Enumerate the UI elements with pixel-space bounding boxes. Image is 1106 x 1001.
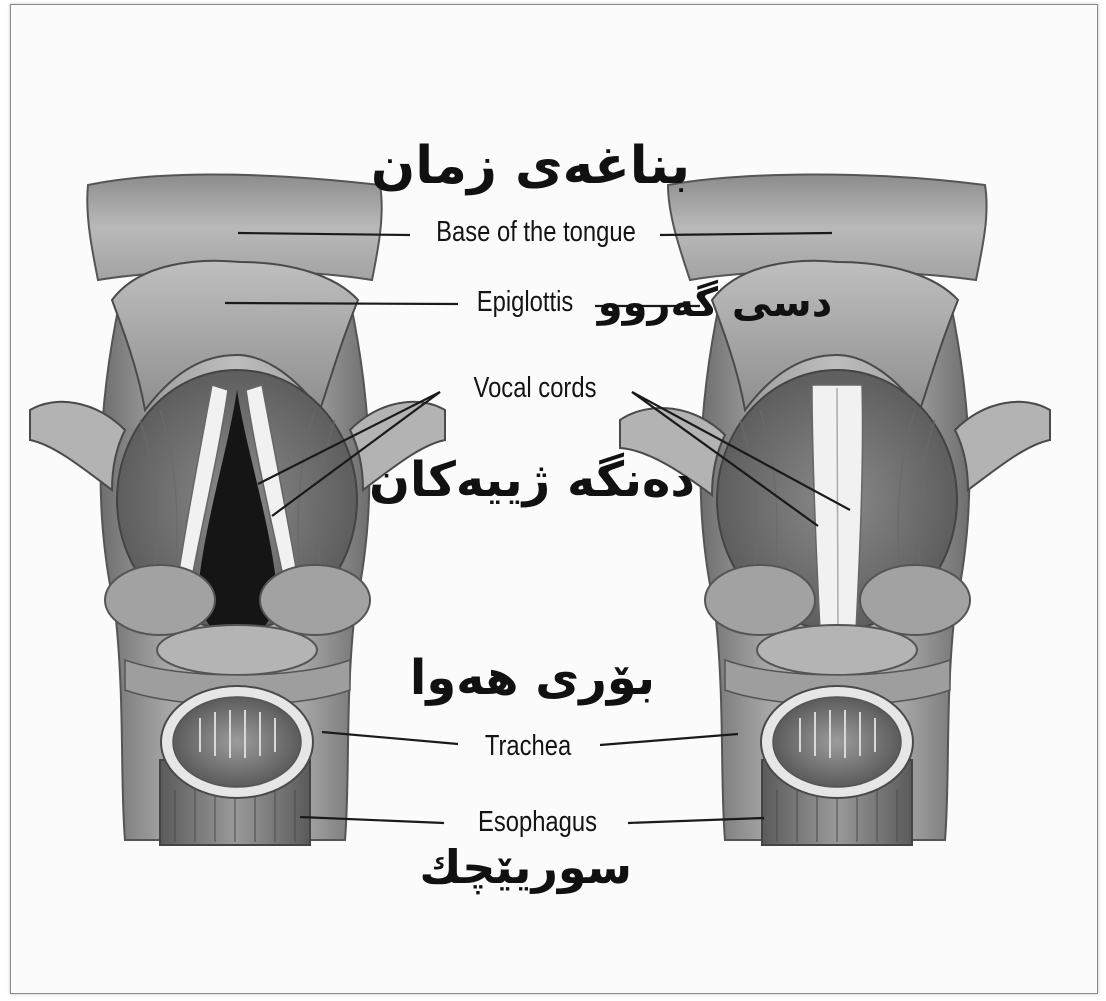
kurdish-label-trachea: بۆری هەوا xyxy=(455,650,655,706)
left-larynx xyxy=(30,174,445,845)
label-esophagus: Esophagus xyxy=(458,806,618,839)
right-larynx xyxy=(620,174,1050,845)
label-epiglottis: Epiglottis xyxy=(464,286,587,319)
kurdish-label-vocal-cords: دەنگە ژییەکان xyxy=(395,452,695,508)
kurdish-label-esophagus: سوریێچك xyxy=(432,840,632,894)
kurdish-label-epiglottis: دسی گەروو xyxy=(595,280,835,326)
label-vocal-cords: Vocal cords xyxy=(457,372,613,405)
kurdish-label-base-of-tongue: بناغەی زمان xyxy=(400,136,690,196)
label-trachea: Trachea xyxy=(462,730,593,763)
label-base-of-tongue: Base of the tongue xyxy=(416,216,655,249)
